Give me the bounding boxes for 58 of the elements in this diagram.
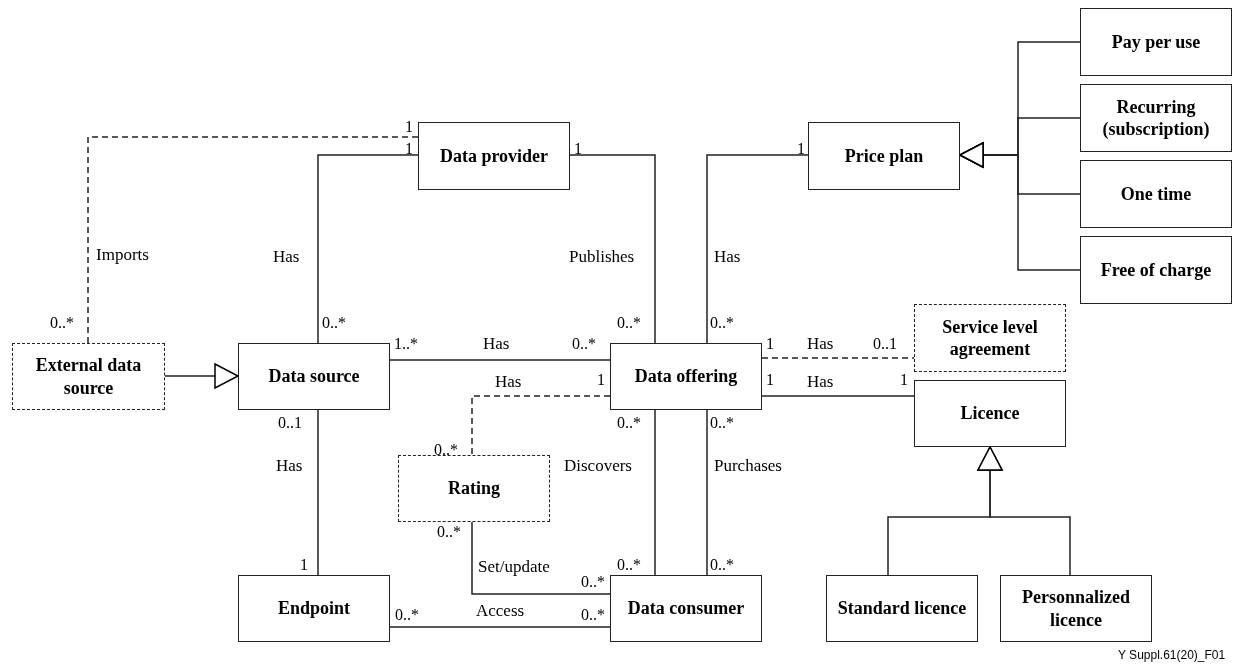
class-box: Data provider — [418, 122, 570, 190]
multiplicity-label: 1 — [900, 370, 908, 390]
generalization-arrow — [977, 446, 1071, 576]
multiplicity-label: 1 — [597, 370, 605, 390]
multiplicity-label: 0..* — [617, 555, 641, 575]
class-box: Data consumer — [610, 575, 762, 642]
class-box: Rating — [398, 455, 550, 522]
multiplicity-label: 1 — [300, 555, 308, 575]
multiplicity-label: 0..* — [617, 313, 641, 333]
multiplicity-label: 0..1 — [278, 413, 302, 433]
multiplicity-label: 0..* — [50, 313, 74, 333]
class-box: Pay per use — [1080, 8, 1232, 76]
class-box: Standard licence — [826, 575, 978, 642]
multiplicity-label: 0..* — [710, 413, 734, 433]
association-line — [761, 357, 915, 359]
association-line — [471, 395, 611, 456]
class-box: Licence — [914, 380, 1066, 447]
class-box: Data offering — [610, 343, 762, 410]
association-line — [706, 409, 708, 576]
multiplicity-label: 0..* — [581, 572, 605, 592]
multiplicity-label: 1 — [766, 334, 774, 354]
multiplicity-label: 0..* — [617, 413, 641, 433]
multiplicity-label: 0..* — [581, 605, 605, 625]
association-line — [471, 521, 611, 595]
association-line — [389, 359, 611, 361]
multiplicity-label: 1 — [405, 139, 413, 159]
generalization-arrow — [959, 142, 1081, 271]
multiplicity-label: 0..* — [710, 555, 734, 575]
association-line — [761, 395, 915, 397]
class-box: Personnalized licence — [1000, 575, 1152, 642]
class-box: Price plan — [808, 122, 960, 190]
multiplicity-label: 0..* — [322, 313, 346, 333]
class-box: Data source — [238, 343, 390, 410]
class-box: Endpoint — [238, 575, 390, 642]
class-box: Service level agreement — [914, 304, 1066, 372]
multiplicity-label: 0..* — [395, 605, 419, 625]
class-box: One time — [1080, 160, 1232, 228]
multiplicity-label: 1 — [797, 139, 805, 159]
association-line — [654, 409, 656, 576]
multiplicity-label: 0..* — [437, 522, 461, 542]
generalization-arrow — [164, 363, 239, 389]
class-box: Free of charge — [1080, 236, 1232, 304]
class-box: External data source — [12, 343, 165, 410]
association-line — [389, 626, 611, 628]
association-line — [569, 154, 656, 344]
multiplicity-label: 0..* — [710, 313, 734, 333]
multiplicity-label: 1..* — [394, 334, 418, 354]
multiplicity-label: 1 — [574, 139, 582, 159]
figure-id: Y Suppl.61(20)_F01 — [1118, 648, 1226, 663]
association-line — [706, 154, 809, 344]
association-line — [87, 136, 419, 344]
multiplicity-label: 1 — [405, 117, 413, 137]
class-box: Recurring (subscription) — [1080, 84, 1232, 152]
association-line — [317, 154, 419, 344]
multiplicity-label: 0..* — [572, 334, 596, 354]
association-line — [317, 409, 319, 576]
multiplicity-label: 0..1 — [873, 334, 897, 354]
multiplicity-label: 1 — [766, 370, 774, 390]
